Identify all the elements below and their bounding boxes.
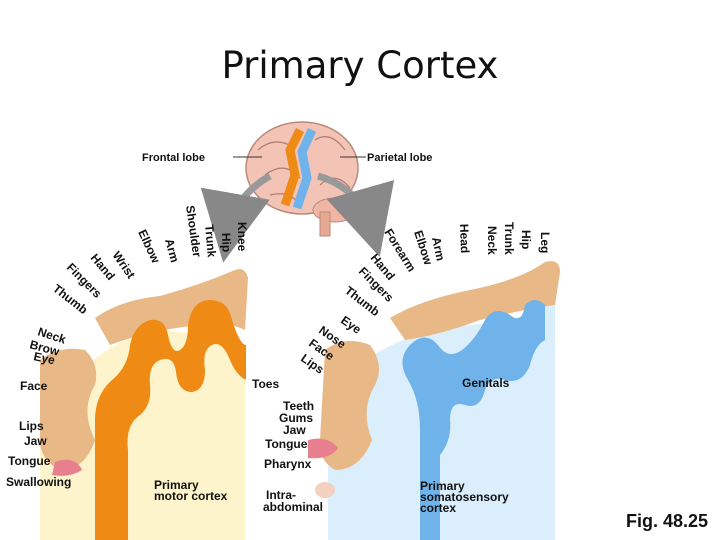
sensory-label-gums: Gums (279, 411, 313, 425)
sensory-label-arm: Arm (429, 236, 448, 262)
sensory-label-genitals: Genitals (462, 376, 510, 390)
sensory-cortex-title-line2: somatosensory (420, 490, 509, 504)
figure-caption: Fig. 48.25 (625, 511, 708, 531)
parietal-lobe-label: Parietal lobe (367, 152, 432, 164)
motor-cortex-band (95, 300, 246, 540)
sensory-cortex-title-line3: cortex (420, 501, 456, 515)
motor-label-shoulder: Shoulder (183, 204, 204, 258)
motor-side-labels: Neck Brow Eye Face Lips Jaw Tongue Swall… (6, 325, 71, 489)
motor-label-elbow: Elbow (135, 227, 163, 266)
sensory-label-leg: Leg (538, 232, 552, 253)
sensory-label-trunk: Trunk (502, 222, 516, 255)
motor-label-arm: Arm (162, 237, 182, 264)
frontal-lobe-label: Frontal lobe (142, 152, 205, 164)
motor-cortex-title-line2: motor cortex (154, 489, 228, 503)
sensory-label-jaw: Jaw (283, 423, 306, 437)
sensory-label-hip: Hip (519, 230, 533, 249)
sensory-arrow (316, 172, 395, 257)
motor-label-hip: Hip (219, 233, 234, 253)
sensory-label-tongue: Tongue (265, 437, 308, 451)
motor-label-tongue: Tongue (8, 454, 51, 468)
slide-title: Primary Cortex (221, 44, 499, 87)
motor-cortex-title-line1: Primary (154, 478, 199, 492)
motor-label-jaw: Jaw (24, 434, 47, 448)
motor-label-knee: Knee (235, 222, 249, 252)
sensory-label-pharynx: Pharynx (264, 457, 312, 471)
motor-label-swallowing: Swallowing (6, 475, 71, 489)
motor-label-trunk: Trunk (202, 224, 219, 258)
sensory-label-head: Head (457, 224, 472, 254)
sensory-label-intra: Intra- (266, 488, 296, 502)
sensory-cortex-band (402, 300, 545, 540)
motor-label-toes: Toes (252, 377, 279, 391)
sensory-label-abdominal: abdominal (263, 500, 323, 514)
motor-label-lips: Lips (19, 419, 44, 433)
motor-label-eye: Eye (32, 349, 56, 367)
motor-arrow (200, 172, 272, 263)
sensory-label-teeth: Teeth (283, 399, 314, 413)
sensory-label-eye: Eye (338, 313, 364, 337)
sensory-side-labels: Teeth Gums Jaw Tongue Pharynx Intra- abd… (263, 399, 323, 514)
sensory-label-neck: Neck (485, 226, 499, 255)
sensory-cortex-title-line1: Primary (420, 479, 465, 493)
motor-label-face: Face (20, 379, 48, 393)
